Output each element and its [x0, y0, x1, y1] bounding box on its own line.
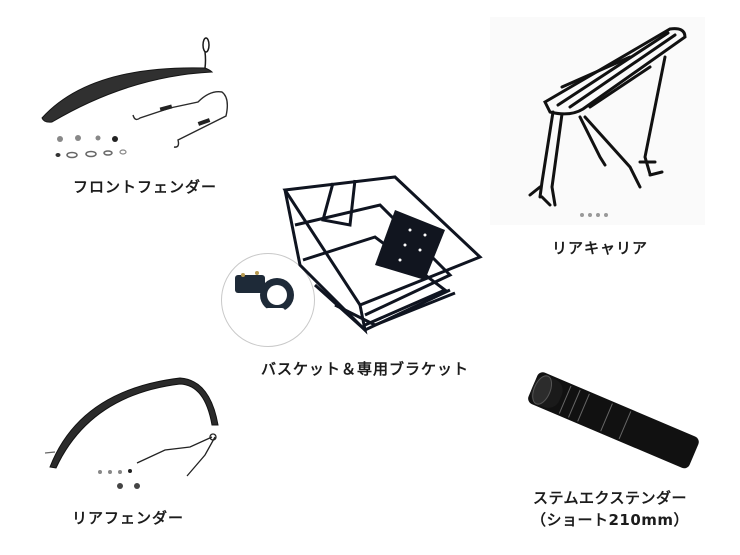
product-stem-extender: ステムエクステンダー （ショート210mm） — [500, 370, 720, 545]
product-label: ステムエクステンダー — [532, 489, 688, 507]
front-fender-image — [41, 37, 229, 159]
product-rear-carrier: リアキャリア — [490, 17, 705, 262]
product-label: リアキャリア — [551, 239, 648, 257]
product-label: リアフェンダー — [71, 509, 184, 527]
product-rear-fender: リアフェンダー — [40, 370, 240, 530]
product-sublabel: （ショート210mm） — [530, 511, 690, 529]
stem-extender-image — [528, 372, 699, 469]
product-front-fender: フロントフェンダー — [30, 30, 270, 200]
product-basket: バスケット＆専用ブラケット — [215, 165, 495, 385]
rear-carrier-background — [490, 17, 705, 225]
basket-with-bracket-image — [235, 175, 483, 335]
rear-fender-image — [44, 377, 219, 489]
product-label: フロントフェンダー — [72, 178, 217, 196]
rear-carrier-image — [528, 27, 687, 217]
product-label: バスケット＆専用ブラケット — [260, 360, 469, 378]
bracket-inset-circle — [221, 253, 315, 347]
